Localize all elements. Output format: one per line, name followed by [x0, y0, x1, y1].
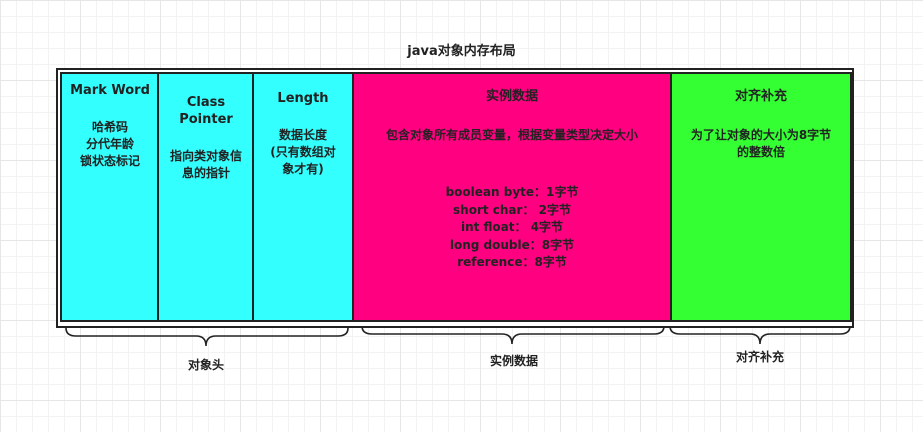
mark-word-body: 哈希码 分代年龄 锁状态标记: [79, 120, 140, 168]
instance-data-description: 包含对象所有成员变量，根据变量类型决定大小: [385, 128, 638, 142]
instance-data-label: 实例数据: [489, 354, 538, 368]
padding-cell: 对齐补充 为了让对象的大小为8字节 的整数倍: [670, 72, 852, 322]
padding-header: 对齐补充: [734, 89, 787, 104]
diagram-title: java对象内存布局: [407, 44, 516, 59]
padding-label: 对齐补充: [735, 350, 784, 364]
class-pointer-cell: Class Pointer 指向类对象信 息的指针: [157, 72, 255, 322]
instance-data-type-sizes: boolean byte：1字节 short char： 2字节 int flo…: [445, 185, 579, 269]
instance-data-brace: [361, 325, 665, 345]
class-pointer-body: 指向类对象信 息的指针: [169, 149, 242, 180]
padding-brace: [669, 325, 851, 345]
object-header-brace: [65, 327, 349, 347]
length-cell: Length 数据长度 (只有数组对 象才有): [252, 72, 354, 322]
class-pointer-header: Class Pointer: [179, 95, 233, 127]
instance-data-header: 实例数据: [485, 89, 538, 104]
length-header: Length: [277, 91, 329, 106]
object-header-label: 对象头: [187, 358, 224, 372]
mark-word-header: Mark Word: [70, 83, 150, 98]
mark-word-cell: Mark Word 哈希码 分代年龄 锁状态标记: [60, 72, 160, 322]
instance-data-cell: 实例数据 包含对象所有成员变量，根据变量类型决定大小 boolean byte：…: [352, 72, 672, 322]
padding-body: 为了让对象的大小为8字节 的整数倍: [690, 128, 832, 159]
length-body: 数据长度 (只有数组对 象才有): [270, 128, 336, 176]
